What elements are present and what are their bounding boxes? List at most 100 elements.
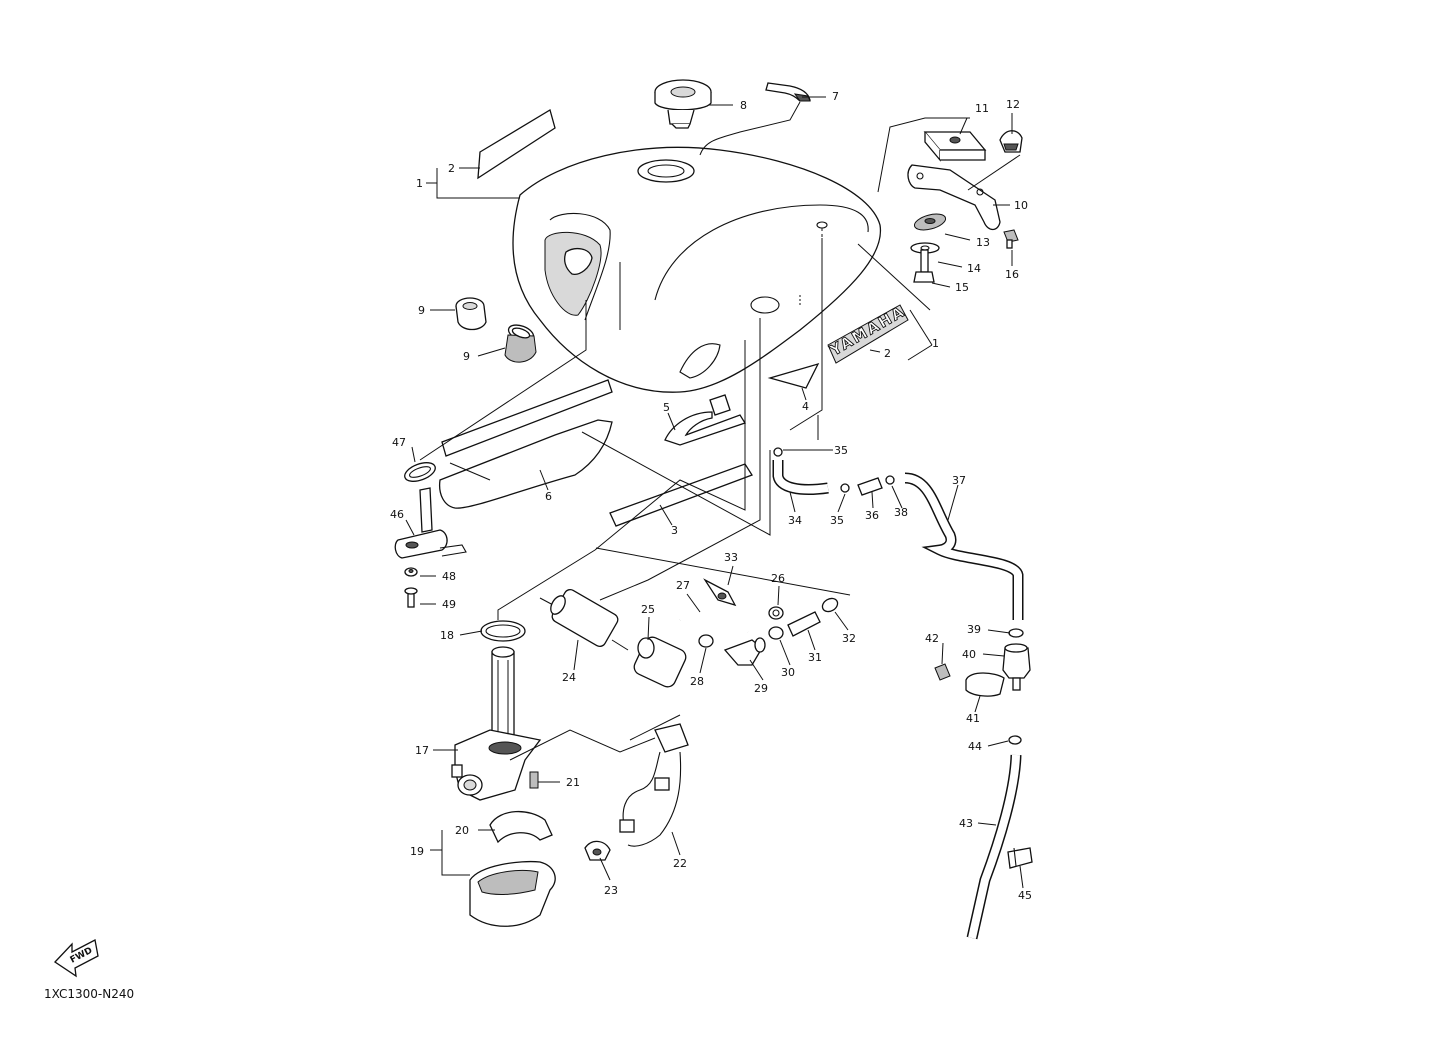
callout-48: 48 [442, 570, 456, 583]
callout-7: 7 [832, 90, 839, 103]
hose-31 [787, 611, 821, 637]
clamp-28 [698, 634, 714, 648]
callout-28: 28 [690, 675, 704, 688]
callout-37: 37 [952, 474, 966, 487]
fuel-filter-24 [539, 588, 629, 651]
clamp-26 [768, 606, 784, 620]
yamaha-decal-text: YAMAHA [826, 302, 908, 360]
callout-17: 17 [415, 744, 429, 757]
check-valve-36 [857, 477, 883, 496]
fuel-sender-46 [394, 487, 467, 559]
callout-5: 5 [663, 401, 670, 414]
tank-rubber-strip [765, 82, 811, 102]
clamp-30 [768, 626, 784, 640]
emblem-5 [664, 394, 746, 446]
callout-3: 3 [671, 524, 678, 537]
clamp-38 [885, 475, 895, 485]
callout-32: 32 [842, 632, 856, 645]
callout-45: 45 [1018, 889, 1032, 902]
clip-45 [1007, 847, 1033, 869]
side-cover-6 [438, 419, 613, 509]
callout-16: 16 [1005, 268, 1019, 281]
callout-2b: 2 [884, 347, 891, 360]
hose-27 [677, 600, 752, 633]
callout-44: 44 [968, 740, 982, 753]
clamp-39 [1008, 628, 1024, 638]
callout-43: 43 [959, 817, 973, 830]
callout-27: 27 [676, 579, 690, 592]
callout-21: 21 [566, 776, 580, 789]
mount-rubber-pad [923, 131, 987, 162]
clip-23 [584, 840, 611, 861]
o-ring-18 [480, 620, 526, 642]
hose-37 [904, 472, 1024, 620]
rear-tank-bracket [907, 164, 1001, 231]
callout-22: 22 [673, 857, 687, 870]
joint-29 [723, 637, 766, 666]
fuel-pump-17 [451, 646, 542, 801]
shield-upper [441, 379, 613, 457]
callout-12: 12 [1006, 98, 1020, 111]
callout-23: 23 [604, 884, 618, 897]
callout-6: 6 [545, 490, 552, 503]
tank-damper [913, 213, 947, 231]
callout-31: 31 [808, 651, 822, 664]
clamp-44 [1008, 735, 1022, 745]
callout-47: 47 [392, 436, 406, 449]
yamaha-decal: YAMAHA [826, 302, 909, 364]
bolt-16 [1003, 229, 1019, 249]
callout-8: 8 [740, 99, 747, 112]
clamp-33 [703, 578, 737, 607]
tank-knob-upper [455, 297, 487, 331]
bracket-20 [489, 810, 553, 844]
callout-1a: 1 [416, 177, 423, 190]
wire-harness-22 [619, 723, 689, 847]
callout-35b: 35 [830, 514, 844, 527]
decal-4 [767, 362, 820, 389]
callout-41: 41 [966, 712, 980, 725]
callout-42: 42 [925, 632, 939, 645]
washer-14 [910, 242, 940, 254]
callout-4: 4 [802, 400, 809, 413]
callout-40: 40 [962, 648, 976, 661]
clamp-35b [840, 483, 850, 493]
bracket-41 [965, 672, 1005, 697]
callout-25: 25 [641, 603, 655, 616]
callout-19: 19 [410, 845, 424, 858]
filler-neck-ring [637, 159, 695, 183]
fwd-arrow-icon: FWD [53, 939, 99, 978]
callout-9a: 9 [418, 304, 425, 317]
diagram-code: 1XC1300-N240 [44, 987, 134, 1001]
callout-46: 46 [390, 508, 404, 521]
fuel-pump-25 [633, 636, 687, 688]
screw-21 [529, 771, 539, 789]
callout-34: 34 [788, 514, 802, 527]
mount-clip [999, 130, 1023, 153]
gasket-47 [404, 462, 436, 482]
washer-48 [404, 567, 418, 577]
callout-18: 18 [440, 629, 454, 642]
callout-39: 39 [967, 623, 981, 636]
callout-9b: 9 [463, 350, 470, 363]
callout-26: 26 [771, 572, 785, 585]
filter-40 [1002, 643, 1031, 691]
bolt-15 [913, 249, 935, 283]
callout-2a: 2 [448, 162, 455, 175]
tank-knob-lower [504, 324, 537, 363]
callout-38: 38 [894, 506, 908, 519]
callout-35a: 35 [834, 444, 848, 457]
callout-29: 29 [754, 682, 768, 695]
callout-14: 14 [967, 262, 981, 275]
bolt-42 [934, 663, 951, 681]
callout-20: 20 [455, 824, 469, 837]
callout-1b: 1 [932, 337, 939, 350]
clamp-35a [773, 447, 783, 457]
callout-49: 49 [442, 598, 456, 611]
callout-13: 13 [976, 236, 990, 249]
leader-lines [405, 96, 1024, 889]
fuel-cap [654, 79, 712, 129]
guard-19 [469, 860, 556, 927]
callout-15: 15 [955, 281, 969, 294]
